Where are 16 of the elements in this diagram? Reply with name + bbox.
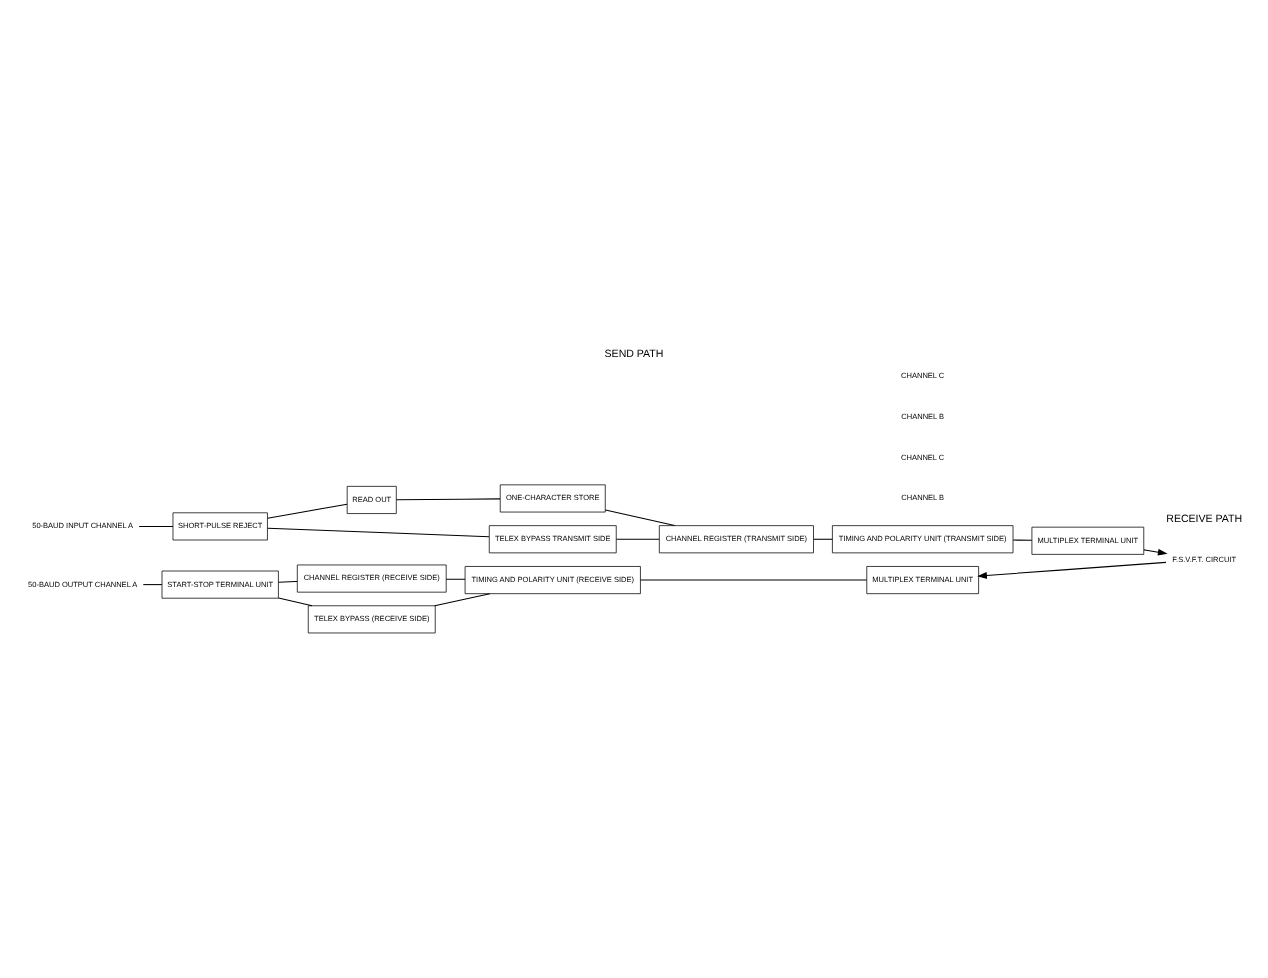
connector (604, 509, 676, 527)
connector (1012, 539, 1033, 541)
connector (138, 525, 174, 527)
connector (267, 527, 490, 538)
connector (434, 593, 491, 607)
connector (278, 597, 313, 607)
connector (813, 538, 833, 540)
connector (267, 503, 348, 519)
arrow (977, 561, 1167, 579)
connector (142, 584, 163, 586)
connector (445, 578, 466, 580)
connector (278, 581, 298, 583)
arrow (1143, 548, 1168, 556)
connector (615, 538, 660, 540)
connector (395, 498, 501, 501)
connector (640, 579, 868, 581)
